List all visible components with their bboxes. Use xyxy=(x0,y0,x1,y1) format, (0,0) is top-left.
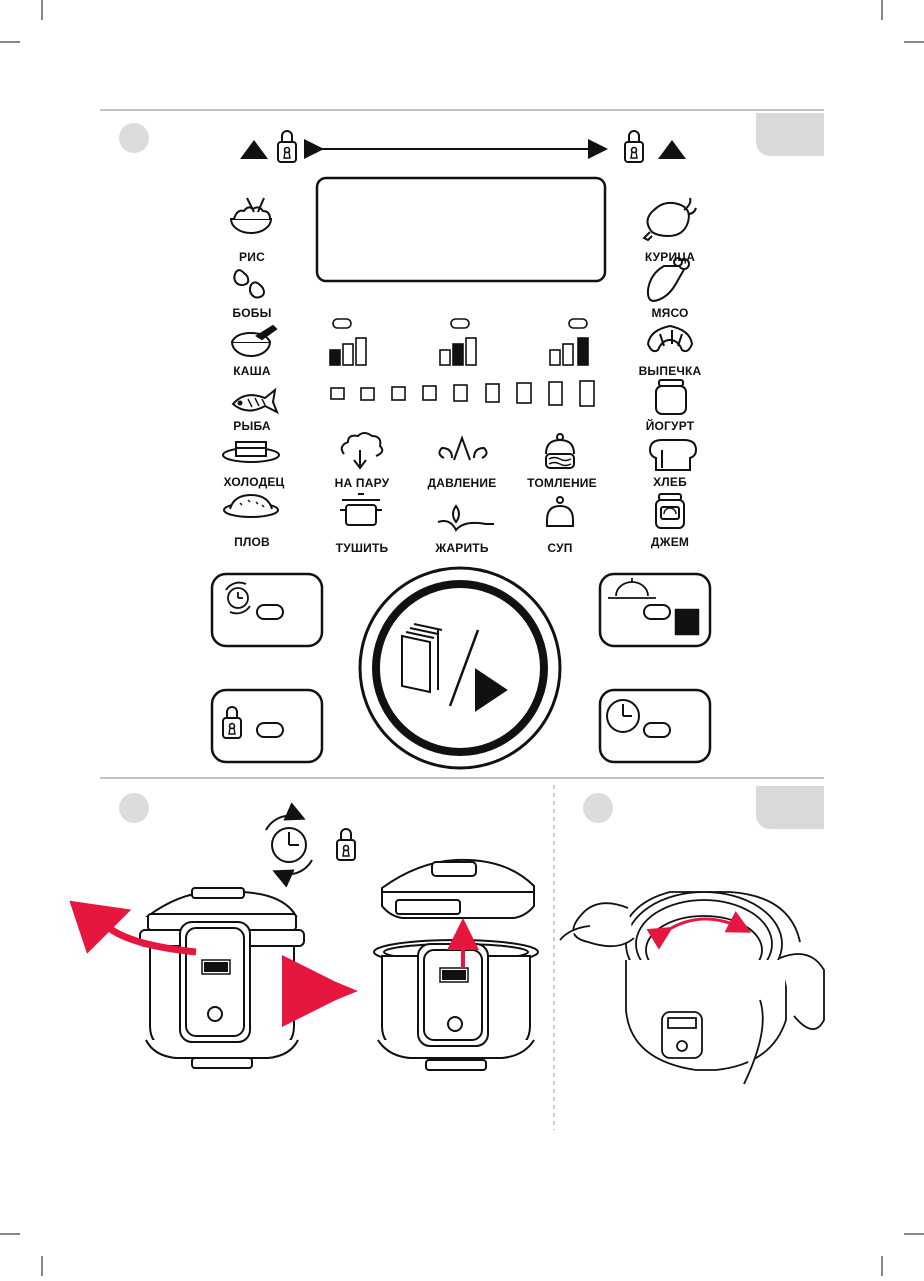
fish-icon xyxy=(233,390,277,412)
program-label-pastry: ВЫПЕЧКА xyxy=(639,364,702,378)
simmer-pot-icon xyxy=(546,434,574,468)
jam-jar-icon xyxy=(656,494,684,528)
program-label-fry: ЖАРИТЬ xyxy=(435,541,488,555)
tab-lower-right xyxy=(756,786,824,829)
padlock-icon-right xyxy=(625,131,643,162)
display-screen xyxy=(317,178,605,281)
beans-icon xyxy=(234,270,264,297)
program-label-chicken: КУРИЦА xyxy=(645,250,695,264)
progress-squares xyxy=(331,381,594,406)
step-circle-1 xyxy=(119,123,149,153)
pressure-cooker-closed xyxy=(140,888,304,1068)
program-label-stew: ТУШИТЬ xyxy=(336,541,389,555)
step-circle-2 xyxy=(119,793,149,823)
program-label-bread: ХЛЕБ xyxy=(653,475,687,489)
steam-icon xyxy=(342,433,383,468)
program-label-porridge: КАША xyxy=(233,364,271,378)
program-label-yogurt: ЙОГУРТ xyxy=(646,419,695,433)
program-label-simmer: ТОМЛЕНИЕ xyxy=(527,476,597,490)
menu-start-dial xyxy=(360,568,560,768)
program-label-pressure: ДАВЛЕНИЕ xyxy=(428,476,497,490)
timer-rotate-icon xyxy=(266,816,312,875)
program-label-soup: СУП xyxy=(547,541,572,555)
step-circle-3 xyxy=(583,793,613,823)
soup-pot-icon xyxy=(547,497,573,526)
stew-pot-icon xyxy=(340,494,382,525)
bread-loaf-icon xyxy=(650,440,696,470)
pressure-cooker-open xyxy=(374,860,538,1070)
program-label-pilaf: ПЛОВ xyxy=(234,535,270,549)
triangle-icon-left xyxy=(240,140,268,159)
program-label-steam: НА ПАРУ xyxy=(335,476,390,490)
pressure-level-indicators xyxy=(330,319,588,365)
meat-leg-icon xyxy=(648,258,689,301)
program-label-rice: РИС xyxy=(239,250,265,264)
aspic-dish-icon xyxy=(223,442,279,462)
program-label-aspic: ХОЛОДЕЦ xyxy=(223,475,284,489)
program-label-meat: МЯСО xyxy=(651,306,688,320)
program-label-fish: РЫБА xyxy=(233,419,270,433)
croissant-icon xyxy=(648,326,692,351)
tab-top-right xyxy=(756,113,824,156)
padlock-open-icon-left xyxy=(278,131,296,162)
padlock-open-icon-step2 xyxy=(337,829,355,860)
pressure-icon xyxy=(439,438,486,460)
pilaf-dish-icon xyxy=(224,495,278,517)
fry-flame-icon xyxy=(438,506,494,530)
timer-button xyxy=(212,574,322,646)
rice-bowl-icon xyxy=(231,198,271,233)
chicken-icon xyxy=(644,198,696,240)
triangle-icon-right xyxy=(658,140,686,159)
program-label-jam: ДЖЕМ xyxy=(651,535,689,549)
program-label-beans: БОБЫ xyxy=(232,306,271,320)
porridge-bowl-icon xyxy=(232,326,276,356)
yogurt-jar-icon xyxy=(656,380,686,414)
keep-warm-button xyxy=(600,574,710,646)
